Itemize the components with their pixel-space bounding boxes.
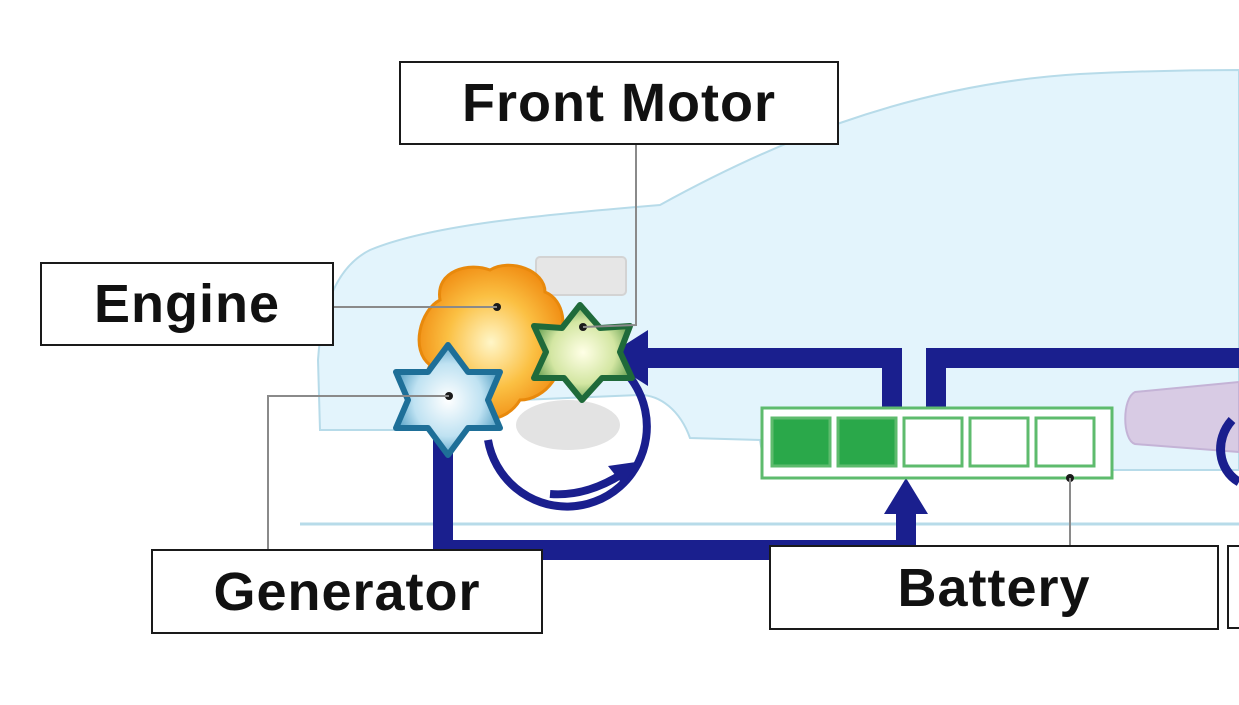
engine-bay-block — [535, 256, 627, 296]
transaxle-housing — [516, 400, 620, 450]
front-motor-label: Front Motor — [399, 61, 839, 145]
battery-arrowhead — [884, 478, 928, 514]
power-flow-lines — [433, 348, 1239, 560]
leader-lines — [267, 142, 1071, 550]
engine-label: Engine — [40, 262, 334, 346]
battery-cells — [770, 416, 1096, 468]
battery-to-motor-line — [640, 348, 902, 408]
battery-cell-empty — [1034, 416, 1096, 468]
generator-gear-icon — [393, 342, 503, 458]
battery-to-rear-line — [926, 348, 1239, 408]
battery-icon — [760, 406, 1114, 480]
cropped-label-box — [1227, 545, 1239, 629]
rear-unit — [1124, 380, 1239, 454]
battery-cell-empty — [968, 416, 1030, 468]
battery-cell-filled — [770, 416, 832, 468]
battery-cell-empty — [902, 416, 964, 468]
battery-cell-filled — [836, 416, 898, 468]
generator-leader — [267, 395, 449, 550]
rear-wheel-arc — [1216, 416, 1239, 486]
battery-label: Battery — [769, 545, 1219, 630]
front-motor-leader — [582, 142, 637, 328]
generator-to-battery-line — [433, 440, 916, 560]
generator-label: Generator — [151, 549, 543, 634]
